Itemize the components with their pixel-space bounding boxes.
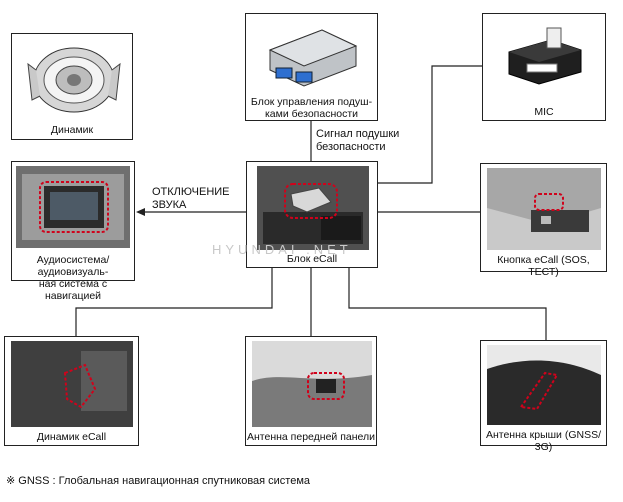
ecall-speaker-caption: Динамик eCall xyxy=(36,431,107,443)
mic-image xyxy=(495,20,595,92)
ecall-button-caption: Кнопка eCall (SOS, ТЕСТ) xyxy=(497,254,590,278)
airbag-unit-image xyxy=(262,20,362,92)
line-roof-antenna xyxy=(348,268,547,340)
ecall-button-box: Кнопка eCall (SOS, ТЕСТ) xyxy=(480,163,607,278)
watermark: HYUNDAI .NET xyxy=(212,242,352,257)
line-ecall-speaker xyxy=(75,268,273,336)
mic-caption: MIC xyxy=(534,106,554,118)
front-antenna-image xyxy=(252,341,372,427)
airbag-unit-box: Блок управления подуш- ками безопасности xyxy=(245,13,378,121)
speaker-box: Динамик xyxy=(11,33,133,140)
front-antenna-box: Антенна передней панели xyxy=(245,336,377,446)
roof-antenna-caption: Антенна крыши (GNSS/ 3G) xyxy=(485,429,602,453)
ecall-unit-box: Блок eCall xyxy=(246,161,378,268)
sound-off-label: ОТКЛЮЧЕНИЕ ЗВУКА xyxy=(152,186,230,211)
audio-system-caption: Аудиосистема/аудиовизуаль- ная система с… xyxy=(36,254,110,302)
ecall-unit-image xyxy=(257,166,369,250)
front-antenna-caption: Антенна передней панели xyxy=(246,431,375,443)
line-mic-to-ecall xyxy=(378,65,482,184)
audio-system-image xyxy=(16,166,130,248)
ecall-unit-caption: Блок eCall xyxy=(286,253,338,265)
roof-antenna-image xyxy=(487,345,601,425)
arrowhead-to-audio xyxy=(136,208,145,216)
footnote: ※ GNSS : Глобальная навигационная спутни… xyxy=(6,475,311,487)
airbag-unit-caption: Блок управления подуш- ками безопасности xyxy=(250,96,373,120)
audio-system-box: Аудиосистема/аудиовизуаль- ная система с… xyxy=(11,161,135,302)
ecall-speaker-image xyxy=(11,341,133,427)
speaker-image xyxy=(22,40,124,116)
ecall-button-image xyxy=(487,168,601,250)
speaker-caption: Динамик xyxy=(50,124,94,136)
roof-antenna-box: Антенна крыши (GNSS/ 3G) xyxy=(480,340,607,453)
mic-box: MIC xyxy=(482,13,606,121)
airbag-signal-label: Сигнал подушки безопасности xyxy=(316,128,400,153)
ecall-speaker-box: Динамик eCall xyxy=(4,336,139,446)
